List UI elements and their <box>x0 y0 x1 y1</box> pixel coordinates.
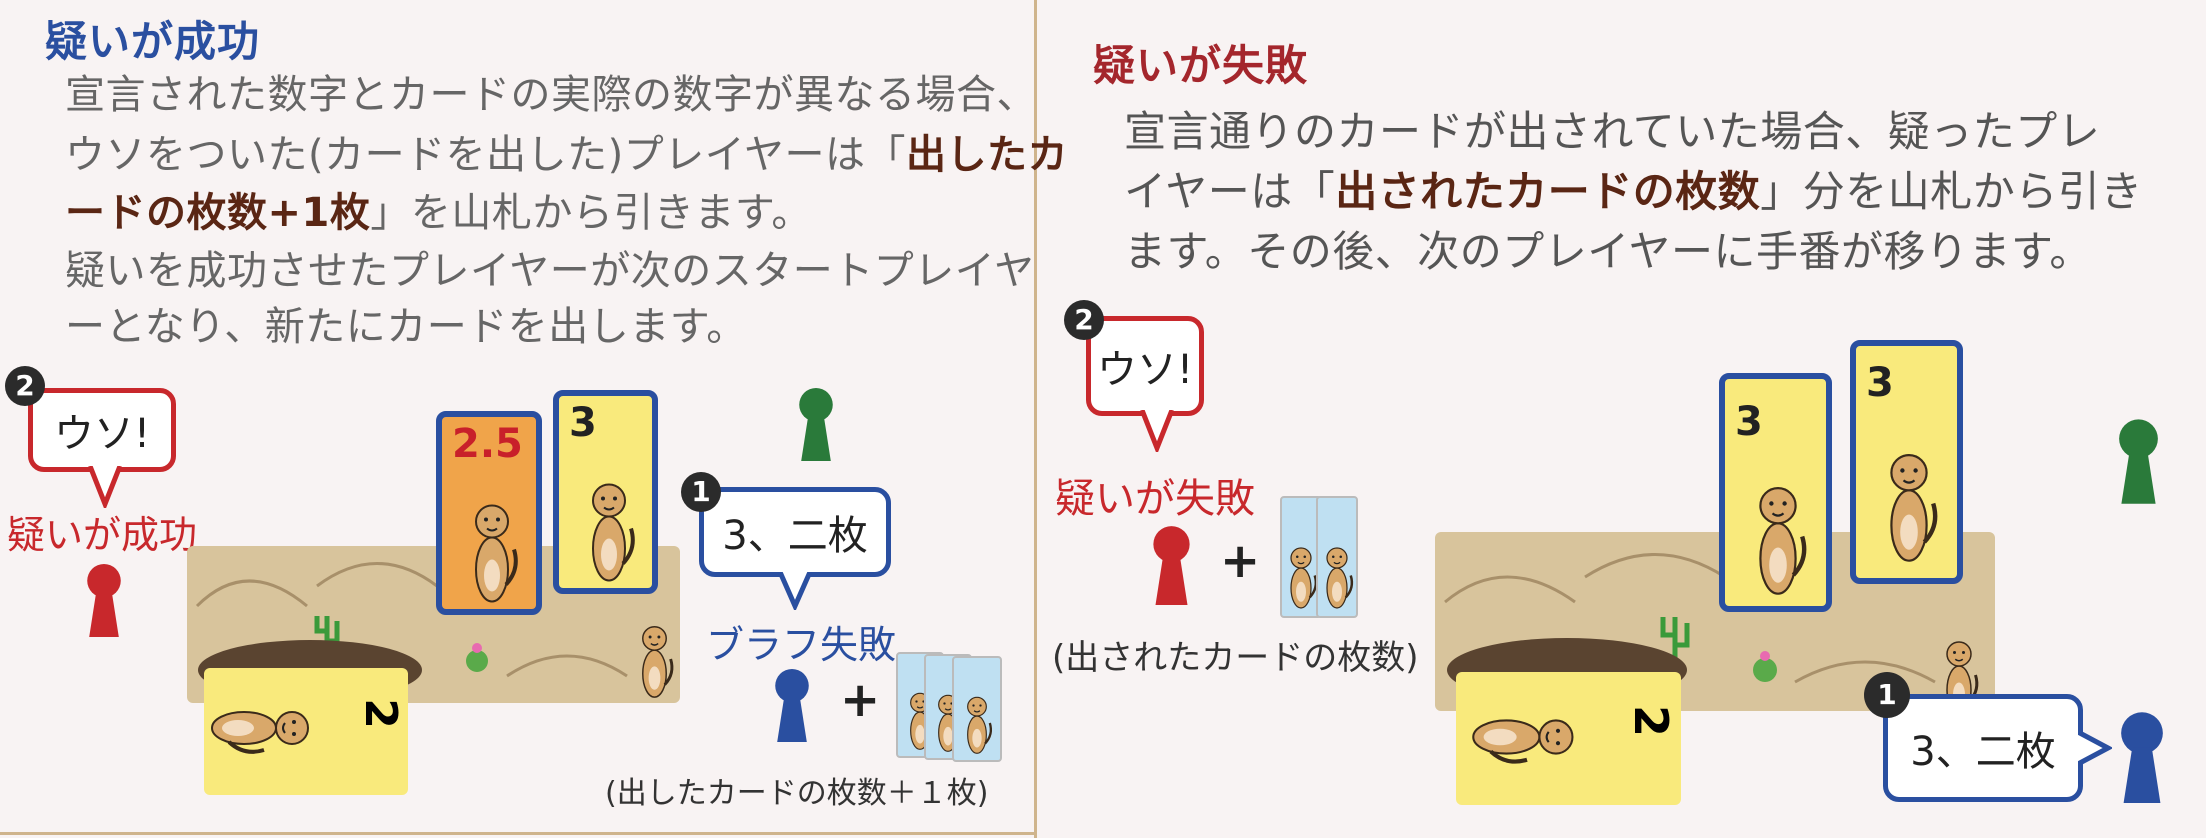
meerkat-icon <box>579 466 639 591</box>
body-line: 疑いを成功させたプレイヤーが次のスタートプレイヤ <box>65 248 1035 294</box>
green-pawn-icon <box>791 387 841 461</box>
board-decoration <box>1444 553 1936 684</box>
step-badge-1: 1 <box>1864 672 1910 718</box>
pile-card: 2 <box>1456 672 1681 805</box>
penalty-caption: (出されたカードの枚数) <box>1052 638 1419 678</box>
meerkat-icon <box>462 487 522 612</box>
card-number: 3 <box>1735 399 1763 445</box>
blue-pawn-icon <box>2110 711 2174 803</box>
bluff-result-label: ブラフ失敗 <box>706 623 897 667</box>
plus-sign: + <box>840 672 881 728</box>
card-number: 2.5 <box>452 421 523 467</box>
played-card: 3 <box>553 390 658 594</box>
card-number: 2 <box>355 698 407 729</box>
meerkat-icon <box>1456 706 1602 768</box>
penalty-card <box>1316 496 1358 618</box>
bubble-tail <box>88 466 122 508</box>
speech-bubble-declare: 3、二枚 <box>699 487 891 577</box>
challenge-result-label: 疑いが成功 <box>7 513 198 557</box>
bubble-tail <box>2078 730 2112 766</box>
speech-bubble-declare: 3、二枚 <box>1883 694 2083 802</box>
played-card: 3 <box>1719 373 1832 612</box>
panel-bottom-border <box>0 832 1036 835</box>
body-line: 宣言された数字とカードの実際の数字が異なる場合、 <box>65 72 1037 118</box>
bubble-tail <box>778 572 812 610</box>
meerkat-icon <box>632 615 677 703</box>
body-line: ーとなり、新たにカードを出します。 <box>65 304 747 350</box>
played-card-liar: 2.5 <box>436 411 542 615</box>
body-line: 宣言通りのカードが出されていた場合、疑ったプレ <box>1124 107 2101 156</box>
meerkat-icon <box>954 658 1000 758</box>
body-line: ウソをついた(カードを出した)プレイヤーは「出したカ <box>65 122 1068 180</box>
body-line: イヤーは「出されたカードの枚数」分を山札から引き <box>1124 158 2143 219</box>
penalty-card <box>952 656 1002 762</box>
card-number: 3 <box>569 400 597 446</box>
penalty-caption: (出したカードの枚数＋１枚) <box>605 776 989 811</box>
red-pawn-icon <box>77 563 131 637</box>
meerkat-icon <box>1745 464 1811 609</box>
green-pawn-icon <box>2110 415 2167 507</box>
pile-card: 2 <box>204 668 408 795</box>
meerkat-icon <box>1282 498 1320 616</box>
plus-sign: + <box>1220 533 1261 589</box>
bubble-tail <box>1140 410 1174 452</box>
blue-pawn-icon <box>767 668 817 742</box>
body-line: ます。その後、次のプレイヤーに手番が移ります。 <box>1124 227 2092 276</box>
body-text: ウソをついた(カードを出した)プレイヤーは「 <box>65 132 907 178</box>
body-emphasis: 出されたカードの枚数 <box>1335 167 1761 216</box>
challenge-result-label: 疑いが失敗 <box>1055 476 1255 522</box>
played-card: 3 <box>1850 340 1963 584</box>
step-badge-2: 2 <box>5 366 45 406</box>
red-pawn-icon <box>1144 525 1199 605</box>
meerkat-icon <box>204 698 334 758</box>
body-emphasis: 出したカ <box>906 132 1069 178</box>
body-emphasis: ードの枚数+1枚 <box>65 190 371 236</box>
card-number: 2 <box>1623 704 1678 738</box>
body-text: 」分を山札から引き <box>1760 167 2143 216</box>
body-text: 」を山札から引きます。 <box>370 190 812 236</box>
meerkat-icon <box>1876 431 1942 576</box>
step-badge-1: 1 <box>681 472 721 512</box>
card-number: 3 <box>1866 360 1894 406</box>
body-line: ードの枚数+1枚」を山札から引きます。 <box>65 180 812 238</box>
section-title: 疑いが失敗 <box>1093 41 1309 90</box>
meerkat-icon <box>1318 498 1356 616</box>
step-badge-2: 2 <box>1064 300 1104 340</box>
panel-divider <box>1034 0 1037 838</box>
speech-bubble-challenge: ウソ! <box>28 388 176 472</box>
speech-bubble-challenge: ウソ! <box>1086 316 1204 416</box>
section-title: 疑いが成功 <box>45 17 261 66</box>
body-text: イヤーは「 <box>1124 167 1336 216</box>
